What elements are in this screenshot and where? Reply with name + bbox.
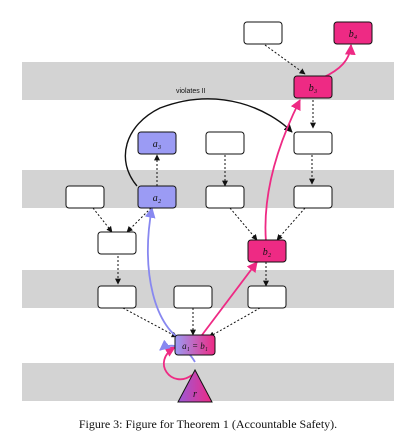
node-empty-right-mid xyxy=(293,185,333,209)
edge-low-right-to-a1b1 xyxy=(208,307,261,338)
node-empty-low-left xyxy=(97,285,137,309)
edge-right-mid-to-b2 xyxy=(276,207,306,241)
label-a3: a₃ xyxy=(153,139,162,150)
node-b3 xyxy=(293,75,333,99)
edge-top-left-to-b3 xyxy=(264,44,306,75)
node-b2 xyxy=(247,239,287,263)
label-r: r xyxy=(193,389,197,400)
label-a1-b1: a₁ = b₁ xyxy=(182,341,208,351)
edge-leftmost-to-left-child xyxy=(92,207,113,233)
node-b4 xyxy=(333,21,373,45)
node-empty-leftmost xyxy=(65,185,105,209)
node-r-triangle xyxy=(177,368,213,403)
violation-arc xyxy=(124,98,293,187)
label-b3: b₃ xyxy=(309,83,318,94)
edge-low-left-to-a1b1 xyxy=(122,307,178,338)
violation-label: violates II xyxy=(176,88,206,95)
edge-mid-to-b2 xyxy=(229,207,258,241)
node-empty-upper-right xyxy=(293,131,333,155)
node-empty-low-right xyxy=(247,285,287,309)
arrow-r-to-a1b1-pink xyxy=(162,346,193,381)
node-a1-b1 xyxy=(174,334,216,356)
edge-a2-to-left-child xyxy=(126,207,152,233)
arrow-a1b1-to-b2 xyxy=(201,261,258,336)
label-b4: b₄ xyxy=(349,29,358,40)
label-a2: a₂ xyxy=(153,193,162,204)
node-empty-left-child xyxy=(97,231,137,255)
node-a3 xyxy=(137,131,177,155)
figure-caption: Figure 3: Figure for Theorem 1 (Accounta… xyxy=(78,417,338,431)
label-b2: b₂ xyxy=(263,247,272,258)
node-empty-top xyxy=(243,21,283,45)
node-empty-low-mid xyxy=(173,285,213,309)
node-a2 xyxy=(137,185,177,209)
node-empty-upper-mid xyxy=(205,131,245,155)
node-empty-mid xyxy=(205,185,245,209)
arrow-b2-to-b3 xyxy=(264,99,301,243)
